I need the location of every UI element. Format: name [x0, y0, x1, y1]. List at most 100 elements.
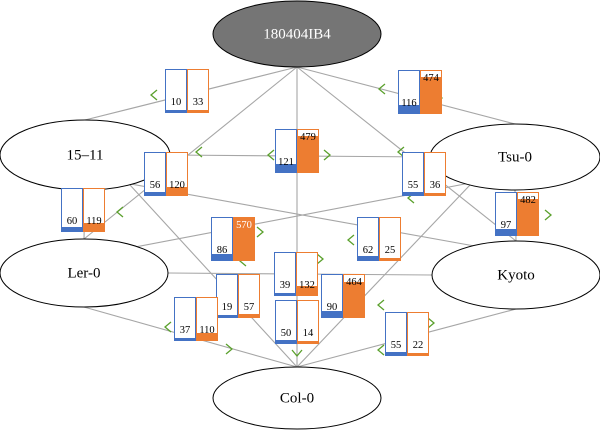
- left-column-bg: [174, 297, 196, 341]
- connection-edge: [129, 184, 298, 368]
- left-value-bar: [61, 227, 83, 232]
- left-value-label: 50: [281, 328, 292, 339]
- direction-arrow-icon: [316, 253, 325, 265]
- right-value-bar: [379, 258, 401, 261]
- right-column-bg: [187, 69, 209, 113]
- node-tsu0: Tsu-0: [429, 123, 600, 191]
- node-col0: Col-0: [212, 366, 382, 430]
- left-column-outline: [174, 297, 196, 341]
- left-column-bg: [495, 192, 517, 236]
- left-column-bg: [61, 188, 83, 232]
- node-root: 180404IB4: [212, 0, 382, 68]
- left-column-bg: [216, 274, 238, 318]
- left-value-label: 116: [401, 98, 416, 109]
- right-value-label: 57: [244, 302, 255, 313]
- left-value-label: 90: [327, 302, 338, 313]
- direction-arrow-icon: [346, 234, 355, 246]
- left-value-label: 97: [501, 220, 512, 231]
- node-label: Tsu-0: [498, 149, 532, 165]
- left-column-outline: [144, 152, 166, 196]
- right-column-outline: [238, 274, 260, 318]
- left-value-bar: [275, 164, 297, 173]
- node-ler0: Ler-0: [0, 238, 169, 308]
- left-value-bar: [174, 338, 196, 341]
- left-value-label: 56: [150, 180, 161, 191]
- right-value-label: 25: [385, 245, 396, 256]
- left-column-bg: [321, 274, 343, 318]
- node-kyoto: Kyoto: [431, 240, 600, 310]
- direction-arrow-icon: [291, 349, 303, 358]
- left-value-label: 37: [180, 325, 191, 336]
- right-column-bg: [83, 188, 105, 232]
- left-value-bar: [165, 110, 187, 113]
- left-column-outline: [274, 252, 296, 296]
- node-label: 15–11: [67, 147, 104, 163]
- right-column-outline: [297, 129, 319, 173]
- right-value-bar: [420, 77, 442, 114]
- right-column-outline: [343, 274, 365, 318]
- direction-arrow-icon: [149, 89, 158, 101]
- right-value-bar: [343, 282, 365, 318]
- right-value-label: 120: [169, 180, 185, 191]
- left-value-bar: [211, 254, 233, 261]
- node-label: Ler-0: [67, 265, 100, 281]
- node-n1511: 15–11: [0, 119, 171, 191]
- right-column-outline: [420, 70, 442, 114]
- direction-arrow-icon: [194, 146, 203, 158]
- node-label: Col-0: [280, 390, 314, 406]
- right-value-label: 110: [199, 325, 214, 336]
- left-column-bg: [275, 300, 297, 344]
- right-value-bar: [196, 333, 218, 341]
- direction-arrow-icon: [376, 344, 385, 356]
- left-column-bg: [211, 217, 233, 261]
- left-column-outline: [398, 70, 420, 114]
- pair-box-tsu0-col0: 90 464: [321, 274, 365, 318]
- left-column-outline: [402, 152, 424, 196]
- node-label: 180404IB4: [263, 26, 331, 42]
- pair-box-root-kyoto: 62 25: [357, 217, 401, 261]
- right-column-bg: [379, 217, 401, 261]
- right-value-label: 479: [300, 132, 316, 143]
- right-value-bar: [296, 286, 318, 296]
- left-column-outline: [275, 129, 297, 173]
- left-column-outline: [165, 69, 187, 113]
- right-value-label: 22: [413, 340, 424, 351]
- right-column-outline: [166, 152, 188, 196]
- left-value-bar: [385, 352, 407, 356]
- direction-arrow-icon: [544, 209, 553, 221]
- left-column-outline: [61, 188, 83, 232]
- connection-edge: [296, 184, 471, 368]
- direction-arrow-icon: [323, 149, 332, 161]
- left-column-bg: [165, 69, 187, 113]
- left-value-label: 55: [391, 340, 402, 351]
- left-value-label: 62: [363, 245, 374, 256]
- left-column-outline: [495, 192, 517, 236]
- left-value-bar: [321, 311, 343, 318]
- node-ellipse: [0, 238, 169, 308]
- right-value-bar: [238, 314, 260, 318]
- left-column-outline: [321, 274, 343, 318]
- right-column-bg: [238, 274, 260, 318]
- right-value-bar: [166, 187, 188, 196]
- right-value-label: 570: [236, 220, 252, 231]
- right-value-label: 33: [193, 97, 204, 108]
- right-value-bar: [407, 353, 429, 356]
- left-column-outline: [216, 274, 238, 318]
- right-value-label: 36: [430, 180, 441, 191]
- right-column-outline: [196, 297, 218, 341]
- right-value-bar: [187, 110, 209, 113]
- left-column-bg: [274, 252, 296, 296]
- right-column-outline: [83, 188, 105, 232]
- left-value-label: 60: [67, 216, 78, 227]
- right-value-label: 464: [346, 277, 363, 288]
- left-column-outline: [211, 217, 233, 261]
- direction-arrow-icon: [163, 321, 172, 333]
